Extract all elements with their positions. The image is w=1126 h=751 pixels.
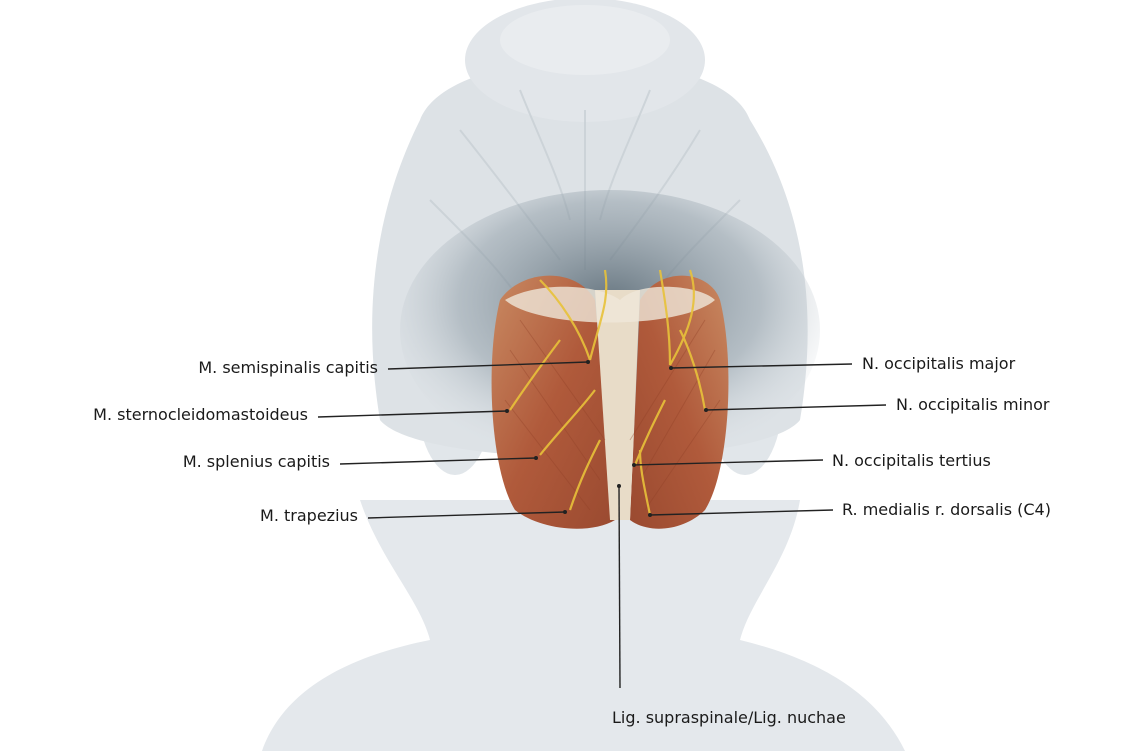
label-lig-supraspinale: Lig. supraspinale/Lig. nuchae <box>612 708 846 728</box>
label-occipitalis-major: N. occipitalis major <box>862 354 1015 374</box>
label-r-medialis-dorsalis: R. medialis r. dorsalis (C4) <box>842 500 1051 520</box>
leader-lig <box>619 486 620 688</box>
label-sternocleidomastoideus: M. sternocleidomastoideus <box>93 405 308 425</box>
label-occipitalis-minor: N. occipitalis minor <box>896 395 1050 415</box>
label-trapezius: M. trapezius <box>260 506 358 526</box>
label-semispinalis-capitis: M. semispinalis capitis <box>198 358 378 378</box>
label-occipitalis-tertius: N. occipitalis tertius <box>832 451 991 471</box>
label-splenius-capitis: M. splenius capitis <box>183 452 330 472</box>
